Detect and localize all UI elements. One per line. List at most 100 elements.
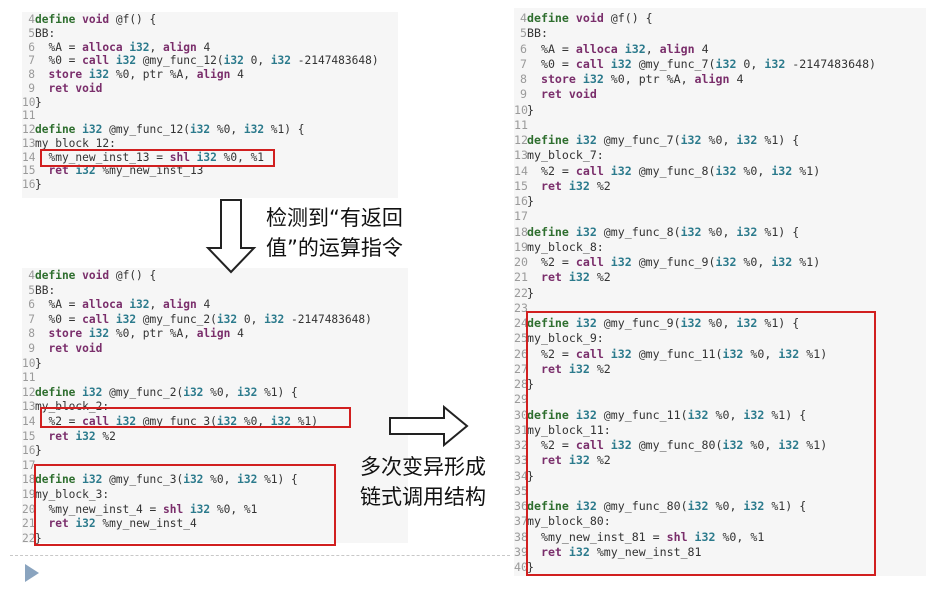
code-line: 15 ret i32 %2 <box>22 430 372 445</box>
code-token: align <box>163 298 204 312</box>
code-token <box>35 68 48 81</box>
code-token: define <box>35 473 83 487</box>
code-token: i32 <box>743 407 772 422</box>
line-number: 8 <box>520 72 527 86</box>
line-number: 7 <box>520 56 527 71</box>
code-token: i32 <box>223 54 251 68</box>
code-token: %1) <box>806 346 828 361</box>
code-token: %2 <box>596 453 611 468</box>
code-token: i32 <box>243 123 271 136</box>
code-token: call <box>575 56 611 71</box>
code-token: alloca <box>82 40 130 54</box>
code-line: 16} <box>514 194 876 209</box>
line-number: 16 <box>22 178 36 191</box>
code-token: %2 <box>102 429 116 443</box>
code-token: i32 <box>237 473 265 487</box>
code-token: @my_func_3( <box>109 473 184 487</box>
line-number: 12 <box>22 385 36 399</box>
code-line: 34} <box>514 469 876 484</box>
code-token: my_block_9: <box>527 331 604 346</box>
code-line: 22} <box>22 532 372 547</box>
code-token: %my_new_inst_4 = <box>35 502 163 516</box>
code-token: my_block_8: <box>527 239 604 254</box>
code-line: 15 ret i32 %my_new_inst_13 <box>22 164 379 178</box>
code-token: define <box>527 407 576 422</box>
code-token: i32 <box>736 224 765 239</box>
code-token: i32 <box>778 438 807 452</box>
code-token: ret void <box>48 341 103 355</box>
code-token: 4 <box>203 298 211 312</box>
code-token: i32 <box>764 56 793 71</box>
code-line: 21 ret i32 %my_new_inst_4 <box>22 517 372 532</box>
code-line: 16} <box>22 178 379 192</box>
code-line: 36define i32 @my_func_80(i32 %0, i32 %1)… <box>514 499 876 514</box>
code-token: my_block_7: <box>527 148 604 163</box>
code-token: %2 = <box>35 414 83 428</box>
code-line: 10} <box>514 103 876 118</box>
code-token: i32 <box>680 133 709 147</box>
code-line: 12define i32 @my_func_12(i32 %0, i32 %1)… <box>22 123 379 137</box>
code-token: i32 <box>610 163 639 178</box>
code-listing-first-mutation: 4define void @f() {5BB:6 %A = alloca i32… <box>22 269 372 546</box>
code-line: 17 <box>514 209 876 224</box>
code-token: %0, <box>708 133 737 147</box>
line-number: 14 <box>514 163 528 178</box>
code-token: -2147483648) <box>297 54 379 68</box>
code-token: %2 = <box>527 255 576 269</box>
highlight-shl-instruction <box>40 149 275 167</box>
code-token: 0, <box>243 312 265 326</box>
code-token: i32 <box>715 56 744 71</box>
divider-line <box>10 555 510 556</box>
code-token: i32 <box>582 72 611 86</box>
code-token: %1) { <box>264 473 298 487</box>
code-line: 9 ret void <box>514 87 876 102</box>
line-number: 13 <box>22 136 36 150</box>
code-token: %0, <box>708 316 737 330</box>
code-line: 12define i32 @my_func_2(i32 %0, i32 %1) … <box>22 386 372 401</box>
code-token: BB: <box>35 283 56 297</box>
code-token: i32 <box>743 499 772 513</box>
code-token: i32 <box>687 407 716 422</box>
code-token: %0, ptr %A, <box>610 72 695 86</box>
code-token: i32 <box>575 499 604 513</box>
code-line: 7 %0 = call i32 @my_func_12(i32 0, i32 -… <box>22 54 379 68</box>
code-token: -2147483648) <box>291 312 372 326</box>
line-number: 37 <box>514 514 528 529</box>
code-line: 5BB: <box>22 27 379 41</box>
code-token: %1) { <box>764 133 800 147</box>
code-token: ret <box>48 164 76 178</box>
code-line: 38 %my_new_inst_81 = shl i32 %0, %1 <box>514 530 876 545</box>
code-line: 11 <box>514 118 876 133</box>
line-number: 13 <box>22 400 36 414</box>
code-line: 4define void @f() { <box>22 269 372 284</box>
code-line: 33 ret i32 %2 <box>514 453 876 468</box>
code-token: 0, <box>250 54 271 68</box>
code-token: i32 <box>196 150 224 164</box>
code-token: i32 <box>237 385 265 399</box>
code-line: 11 <box>22 109 379 123</box>
code-token: %0, <box>210 385 238 399</box>
code-token: i32 <box>694 529 723 544</box>
code-token: @my_func_2( <box>109 385 184 399</box>
code-token: i32 <box>722 438 751 452</box>
code-token: i32 <box>736 316 765 330</box>
code-line: 15 ret i32 %2 <box>514 179 876 194</box>
code-token: %A = <box>35 40 83 54</box>
line-number: 4 <box>28 269 35 282</box>
code-token: } <box>527 468 534 483</box>
line-number: 6 <box>28 298 35 312</box>
line-number: 26 <box>514 346 528 361</box>
code-token: i32 <box>575 316 604 330</box>
code-line: 8 store i32 %0, ptr %A, align 4 <box>22 68 379 82</box>
code-token: , <box>149 298 164 312</box>
code-token: } <box>527 560 534 574</box>
code-token: i32 <box>680 316 709 330</box>
code-token: } <box>527 194 534 208</box>
code-line: 31my_block_11: <box>514 423 876 438</box>
code-token: i32 <box>75 164 103 178</box>
code-token: , <box>645 41 660 56</box>
code-token: call <box>575 438 611 452</box>
code-token: %my_new_inst_13 <box>102 164 204 178</box>
code-token: %0, %1 <box>722 529 765 544</box>
code-token <box>35 82 48 95</box>
